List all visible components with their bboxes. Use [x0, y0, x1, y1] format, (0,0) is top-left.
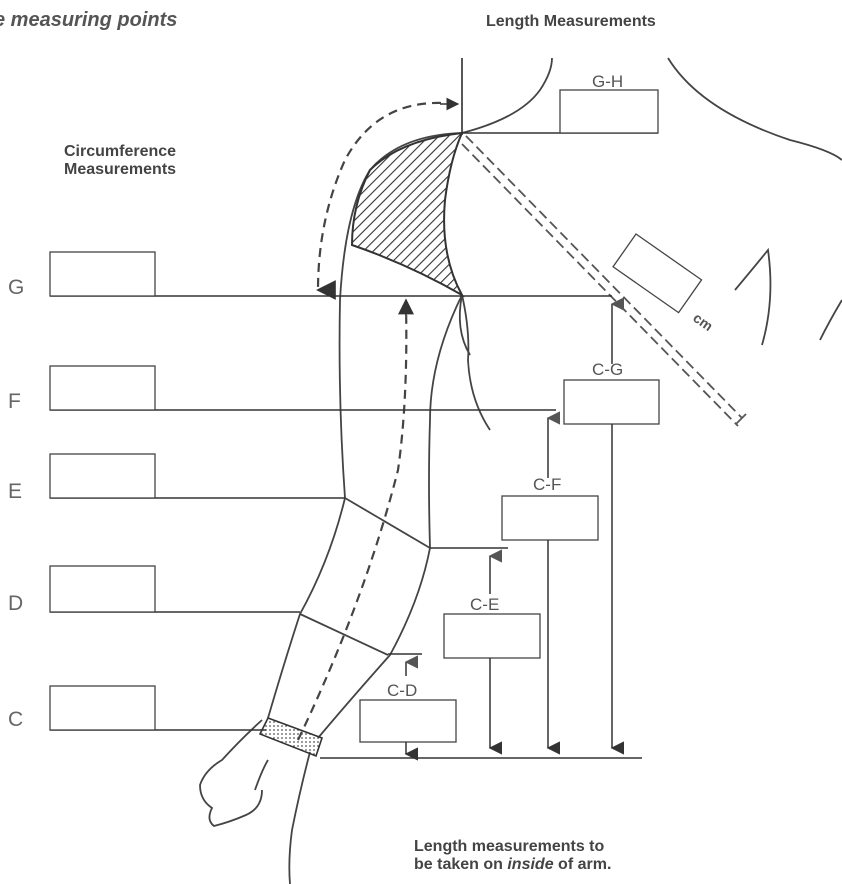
length-label-cd: C-D: [387, 681, 417, 700]
circumference-box-g[interactable]: [50, 252, 155, 296]
row-label-f: F: [8, 390, 21, 413]
length-box-gh[interactable]: [560, 90, 658, 133]
note-line-2-suffix: of arm.: [554, 856, 612, 873]
length-label-ce: C-E: [470, 595, 499, 614]
length-box-cf[interactable]: [502, 496, 598, 540]
circumference-header-line1: Circumference: [64, 143, 176, 160]
inside-arm-dashed-arrow: [298, 305, 406, 740]
row-label-c: C: [8, 708, 23, 731]
length-label-cf: C-F: [533, 475, 561, 494]
length-measurements-header: Length Measurements: [486, 13, 656, 30]
length-box-cd[interactable]: [360, 700, 456, 742]
note-line-2: be taken on inside of arm.: [414, 856, 611, 873]
row-label-g: G: [8, 276, 24, 299]
note-line-1: Length measurements to: [414, 838, 604, 855]
note-line-2-emphasis: inside: [507, 856, 553, 873]
circumference-box-d[interactable]: [50, 566, 155, 612]
row-label-d: D: [8, 592, 23, 615]
diagram-title: e measuring points: [0, 9, 177, 31]
wrist-band: [260, 718, 322, 756]
length-label-cg: C-G: [592, 360, 623, 379]
length-box-cg[interactable]: [564, 380, 659, 424]
circumference-box-f[interactable]: [50, 366, 155, 410]
unit-label-cm: cm: [690, 309, 716, 334]
note-line-2-prefix: be taken on: [414, 856, 507, 873]
length-box-ce[interactable]: [444, 614, 540, 658]
body-outline: [200, 58, 842, 884]
circumference-box-c[interactable]: [50, 686, 155, 730]
circumference-header-line2: Measurements: [64, 161, 176, 178]
length-label-gh: G-H: [592, 72, 623, 91]
shoulder-cap-hatch: [352, 133, 462, 295]
row-label-e: E: [8, 480, 22, 503]
circumference-box-e[interactable]: [50, 454, 155, 498]
